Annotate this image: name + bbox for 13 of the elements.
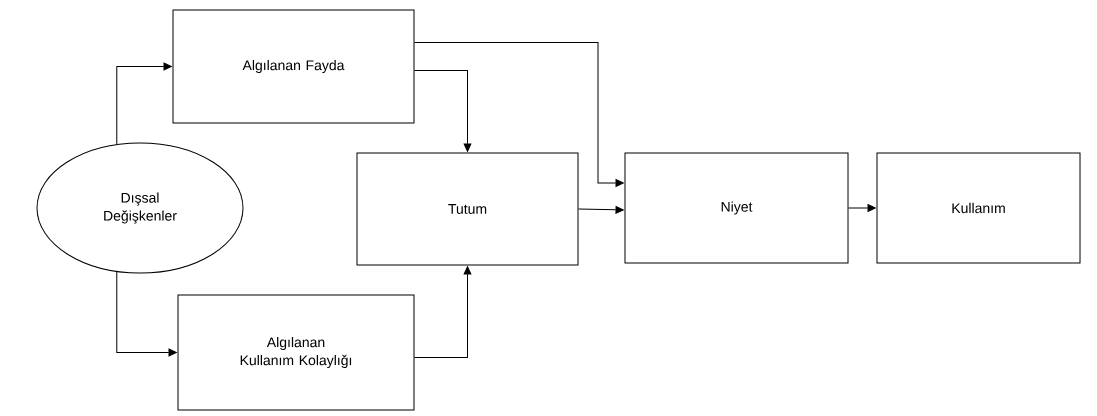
- arrow: [414, 42, 624, 187]
- arrow: [414, 70, 472, 152]
- arrow: [414, 266, 472, 358]
- process-box: Algılanan Kullanım Kolaylığı: [177, 294, 415, 411]
- arrow: [578, 205, 624, 214]
- process-box: Niyet: [624, 152, 849, 264]
- arrow: [116, 62, 172, 145]
- process-box: Tutum: [356, 152, 579, 266]
- arrow: [116, 271, 177, 357]
- arrow: [848, 204, 876, 212]
- ellipse-node: Dışsal Değişkenler: [36, 142, 244, 274]
- process-box: Algılanan Fayda: [172, 9, 415, 124]
- process-box: Kullanım: [876, 152, 1081, 264]
